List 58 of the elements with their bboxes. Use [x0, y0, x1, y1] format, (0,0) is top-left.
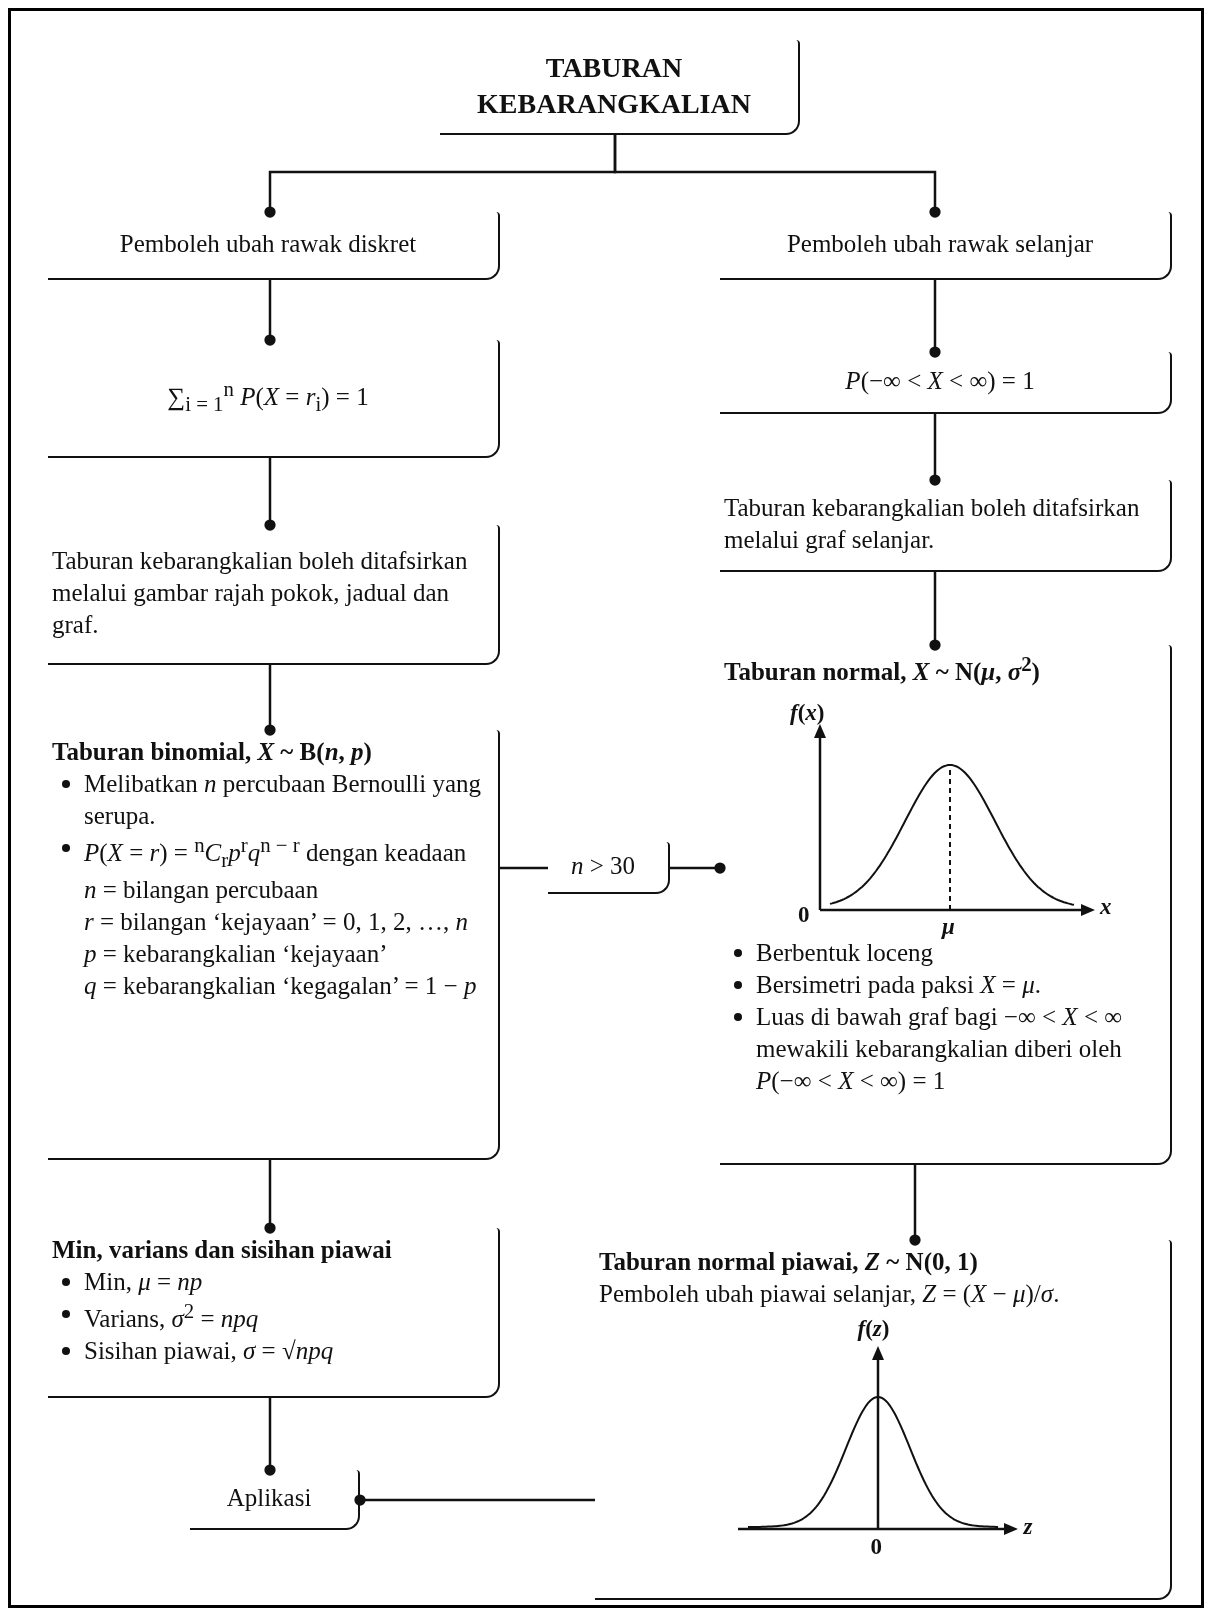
- connector-line: [264, 280, 276, 346]
- node-text: Aplikasi: [225, 1483, 313, 1513]
- bullet-text: Sisihan piawai, σ = √npq: [84, 1336, 334, 1367]
- connector-line: [264, 1398, 276, 1476]
- node-text: Taburan kebarangkalian boleh ditafsirkan melalui graf selanjar.: [724, 493, 1141, 555]
- axis-label: μ: [942, 914, 955, 941]
- axis-label: 0: [870, 1534, 882, 1560]
- concept-box: [48, 1228, 500, 1398]
- connector-line: [613, 135, 941, 218]
- connector-line: [909, 1165, 921, 1246]
- connector-line: [264, 1160, 276, 1234]
- node-text: n = bilangan percubaan: [83, 875, 320, 905]
- axis-label: f(x): [790, 700, 825, 727]
- concept-box: [720, 212, 1172, 280]
- bullet-text: Varians, σ$^{2}$ = npq: [84, 1298, 259, 1335]
- concept-box: [48, 730, 500, 1160]
- bullet-text: Berbentuk loceng: [756, 938, 934, 969]
- node-text: P(−∞ < X < ∞) = 1: [844, 366, 1036, 397]
- node-text: n > 30: [569, 851, 637, 881]
- heading-text: Taburan normal, X ~ N(μ, σ$^{2}$): [724, 651, 1041, 688]
- bullet-text: Min, μ = np: [84, 1267, 203, 1297]
- node-text: Pemboleh ubah rawak selanjar: [785, 229, 1095, 259]
- concept-box: [48, 340, 500, 458]
- bullet-text: P(X = r) = $^{n}$C$_{r}$p$^{r}$q$^{n − r}$ dengan keadaan: [84, 832, 467, 874]
- connector-line: [929, 280, 941, 358]
- heading-text: Taburan binomial, X ~ B(n, p): [52, 737, 373, 768]
- concept-box: [48, 212, 500, 280]
- node-text: Pemboleh ubah rawak diskret: [118, 229, 418, 259]
- connector-line: [670, 862, 726, 874]
- node-text: r = bilangan ‘kejayaan’ = 0, 1, 2, …, n: [83, 907, 469, 937]
- connector-line: [264, 665, 276, 736]
- bullet-text: Melibatkan n percubaan Bernoulli yang serupa.: [84, 769, 483, 831]
- axis-label: z: [1023, 1514, 1033, 1540]
- concept-box: [595, 1240, 1172, 1600]
- node-text: Pemboleh ubah piawai selanjar, Z = (X − μ)/σ.: [599, 1279, 1061, 1310]
- node-text: p = kebarangkalian ‘kejayaan’: [81, 939, 389, 969]
- concept-box: [548, 842, 670, 894]
- connector-line: [929, 572, 941, 651]
- bullet-text: Luas di bawah graf bagi −∞ < X < ∞ mewakili kebarangkalian diberi oleh P(−∞ < X < ∞) = 1: [756, 1002, 1124, 1097]
- bullet-text: Bersimetri pada paksi X = μ.: [756, 970, 1041, 1001]
- heading-text: Taburan normal piawai, Z ~ N(0, 1): [599, 1247, 979, 1278]
- title-box: [440, 40, 800, 135]
- concept-box: [720, 645, 1172, 1165]
- node-text: q = kebarangkalian ‘kegagalan’ = 1 − p: [83, 971, 478, 1001]
- concept-box: [720, 352, 1172, 414]
- axis-label: 0: [798, 902, 810, 929]
- heading-text: Min, varians dan sisihan piawai: [52, 1235, 393, 1265]
- axis-label: f(z): [857, 1316, 890, 1342]
- node-text: Taburan kebarangkalian boleh ditafsirkan melalui gambar rajah pokok, jadual dan graf.: [52, 546, 469, 640]
- heading-text: TABURAN KEBARANGKALIAN: [476, 50, 752, 121]
- connector-line: [354, 1494, 595, 1506]
- concept-box: [48, 525, 500, 665]
- connector-line: [264, 458, 276, 531]
- concept-box: [720, 480, 1172, 572]
- concept-box: [190, 1470, 360, 1530]
- axis-label: x: [1100, 894, 1112, 921]
- node-text: ∑$_{i = 1}$$^{n}$ P(X = r$_{i}$) = 1: [166, 376, 370, 418]
- connector-line: [929, 414, 941, 486]
